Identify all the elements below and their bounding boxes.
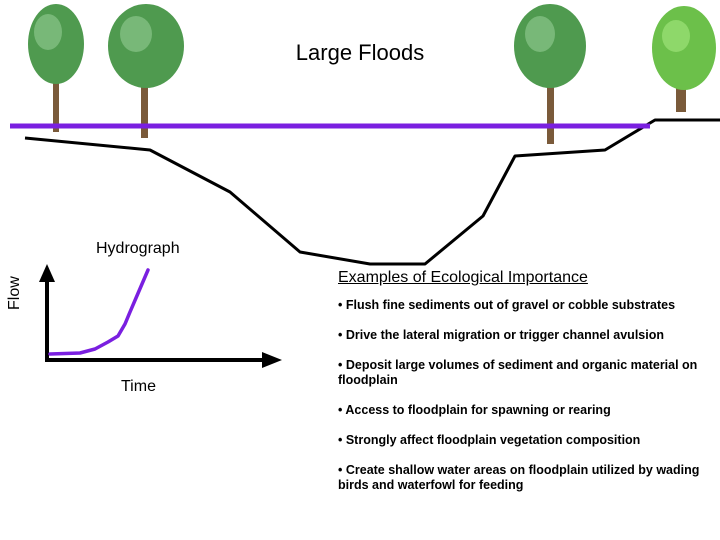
tree-icon xyxy=(514,4,586,144)
channel-profile xyxy=(24,118,720,266)
tree-icon xyxy=(108,4,184,138)
list-item: • Flush fine sediments out of gravel or … xyxy=(338,298,676,312)
y-axis-arrow-icon xyxy=(39,264,55,282)
list-item: • Deposit large volumes of sediment and … xyxy=(338,358,698,387)
examples-heading: Examples of Ecological Importance xyxy=(338,269,588,286)
list-item: • Create shallow water areas on floodpla… xyxy=(338,463,700,492)
examples-list: • Flush fine sediments out of gravel or … xyxy=(338,298,710,508)
page-title: Large Floods xyxy=(295,40,425,65)
list-item: • Strongly affect floodplain vegetation … xyxy=(338,433,641,447)
list-item: • Drive the lateral migration or trigger… xyxy=(338,328,664,342)
hydrograph-x-label: Time xyxy=(121,378,156,395)
tree-icon xyxy=(28,4,84,132)
tree-icon xyxy=(652,6,716,112)
hydrograph-curve xyxy=(48,268,150,356)
hydrograph-y-label: Flow xyxy=(6,276,23,310)
x-axis-arrow-icon xyxy=(262,352,282,368)
hydrograph-title: Hydrograph xyxy=(96,240,180,257)
list-item: • Access to floodplain for spawning or r… xyxy=(338,403,611,417)
